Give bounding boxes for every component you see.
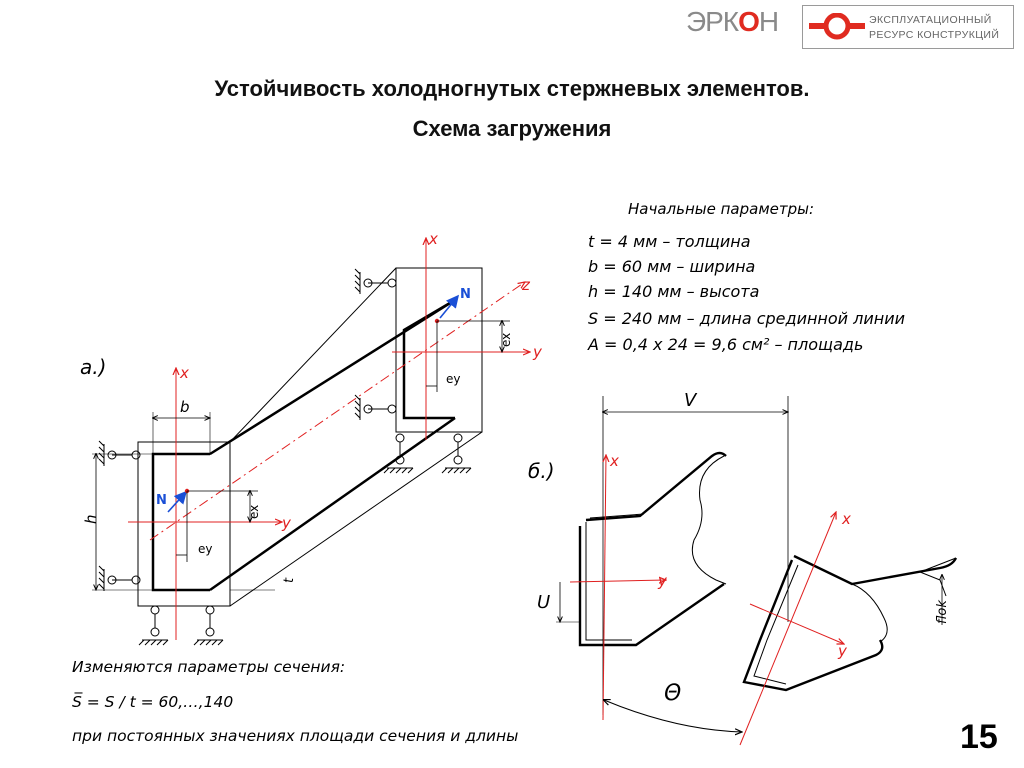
profile-rotated: [742, 554, 958, 692]
caption-line1: Изменяются параметры сечения:: [72, 658, 346, 676]
dim-t-label: t: [282, 577, 297, 583]
diagram-a: а.) x y z x y N N e: [80, 230, 543, 646]
beam-edge-bottom: [229, 431, 483, 607]
axis-y-far-label: y: [532, 343, 543, 361]
diagram-a-label: а.): [80, 355, 106, 379]
axis-x-straight-label: x: [609, 452, 619, 470]
param-thickness: t = 4 мм – толщина: [588, 232, 751, 251]
param-midline-length: S = 240 мм – длина срединной линии: [588, 309, 906, 328]
dim-h-label: h: [82, 514, 100, 524]
dim-b-label: b: [180, 398, 190, 416]
axis-z-label: z: [521, 276, 531, 294]
theta-arc: [604, 700, 742, 732]
param-height: h = 140 мм – высота: [588, 282, 760, 301]
dim-u-label: U: [537, 592, 550, 613]
erkon-logo: ЭРКОН: [686, 6, 779, 37]
slide-subtitle: Схема загружения: [412, 116, 612, 141]
logo-text-line1: ЭКСПЛУАТАЦИОННЫЙ: [869, 14, 992, 26]
axis-x-rotated-label: x: [841, 510, 851, 528]
company-logo: ЭКСПЛУАТАЦИОННЫЙ РЕСУРС КОНСТРУКЦИЙ: [802, 5, 1014, 49]
force-near-label: N: [156, 493, 167, 508]
beam-edge-flange-top: [209, 298, 456, 456]
diagram-b: б.) V x y U x: [528, 390, 958, 746]
beam-edge-flange-bottom: [209, 416, 456, 592]
profile-straight: [578, 451, 727, 647]
param-width: b = 60 мм – ширина: [588, 257, 756, 276]
theta-label: Θ: [664, 681, 681, 706]
axis-y-rotated: [749, 603, 844, 644]
logo-text-line2: РЕСУРС КОНСТРУКЦИЙ: [869, 29, 1000, 41]
axis-y-straight-label: y: [657, 572, 668, 590]
axis-y-near-label: y: [281, 514, 292, 532]
force-near: [167, 490, 188, 513]
resource-logo-icon: [809, 13, 865, 40]
axis-y-straight: [569, 580, 666, 582]
slide-title: Устойчивость холодногнутых стержневых эл…: [214, 76, 810, 101]
axis-z: [149, 282, 525, 541]
slide-number: 15: [960, 718, 998, 756]
axis-y-rotated-label: y: [837, 642, 848, 660]
ex-far-label: ex: [499, 333, 513, 347]
ex-near-label: ex: [247, 505, 261, 519]
axis-x-rotated: [739, 512, 836, 746]
far-end-plate: [395, 267, 483, 433]
dim-v-label: V: [684, 390, 698, 411]
supports-near: [98, 440, 224, 646]
axis-x-near-label: x: [179, 364, 189, 382]
beam-edge-top: [229, 267, 397, 443]
near-end-plate: [137, 441, 231, 607]
force-far: [439, 294, 460, 319]
far-c-section: [402, 298, 456, 420]
caption-line2: S̅ = S / t = 60,…,140: [72, 693, 234, 711]
force-far-label: N: [460, 287, 471, 302]
axis-x-straight: [603, 455, 606, 721]
diagram-b-label: б.): [528, 459, 555, 483]
param-area: A = 0,4 x 24 = 9,6 см² – площадь: [588, 335, 864, 354]
ey-near-label: ey: [198, 542, 212, 556]
caption-line3: при постоянных значениях площади сечения…: [72, 727, 519, 745]
dim-flok-label: flok: [935, 600, 950, 624]
axis-x-far-label: x: [428, 230, 438, 248]
parameters-heading: Начальные параметры:: [628, 200, 815, 218]
ey-far-label: ey: [446, 372, 460, 386]
supports-far: [354, 268, 472, 474]
